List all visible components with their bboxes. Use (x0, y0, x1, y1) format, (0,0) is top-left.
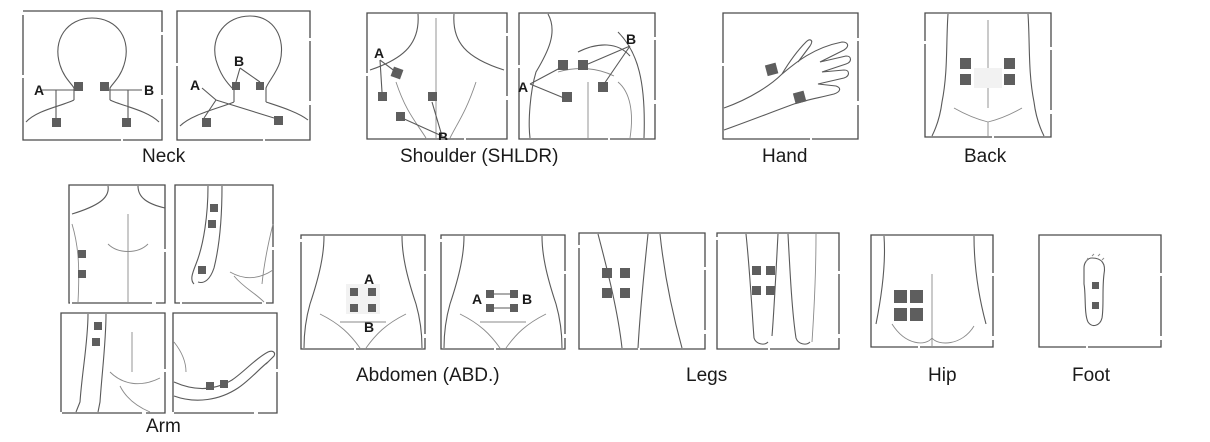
abdomen-label-b: B (364, 319, 374, 335)
neck-side-diagram: B A (176, 10, 311, 141)
abdomen-label-a: A (364, 271, 374, 287)
back-diagram (924, 12, 1052, 138)
legs-side-diagram (716, 232, 840, 350)
abdomen2-label-b: B (522, 291, 532, 307)
shoulder-front-diagram: A B (518, 12, 656, 140)
neck-side-label-a: A (190, 77, 200, 93)
legs-front-diagram (578, 232, 706, 350)
caption-abdomen: Abdomen (ABD.) (356, 365, 500, 387)
caption-legs: Legs (686, 365, 727, 387)
arm-diagram-2 (174, 184, 274, 304)
caption-foot: Foot (1072, 365, 1110, 387)
arm-diagram-1 (68, 184, 166, 304)
caption-shoulder: Shoulder (SHLDR) (400, 146, 558, 168)
arm-diagram-4 (172, 312, 278, 414)
neck-label-a: A (34, 82, 44, 98)
neck-label-b: B (144, 82, 154, 98)
neck-front-diagram: A B (22, 10, 163, 141)
shoulder-label-b: B (438, 129, 448, 140)
shoulder-front-label-b: B (626, 31, 636, 47)
abdomen2-label-a: A (472, 291, 482, 307)
caption-hand: Hand (762, 146, 807, 168)
neck-side-label-b: B (234, 53, 244, 69)
caption-neck: Neck (142, 146, 185, 168)
shoulder-back-diagram: A B (366, 12, 508, 140)
caption-hip: Hip (928, 365, 957, 387)
caption-arm: Arm (146, 416, 181, 438)
abdomen-diagram-1: A B (300, 234, 426, 350)
abdomen-diagram-2: A B (440, 234, 566, 350)
arm-diagram-3 (60, 312, 166, 414)
hip-diagram (870, 234, 994, 348)
foot-diagram (1038, 234, 1162, 348)
shoulder-front-label-a: A (518, 79, 528, 95)
hand-diagram (722, 12, 859, 140)
shoulder-label-a: A (374, 45, 384, 61)
caption-back: Back (964, 146, 1006, 168)
